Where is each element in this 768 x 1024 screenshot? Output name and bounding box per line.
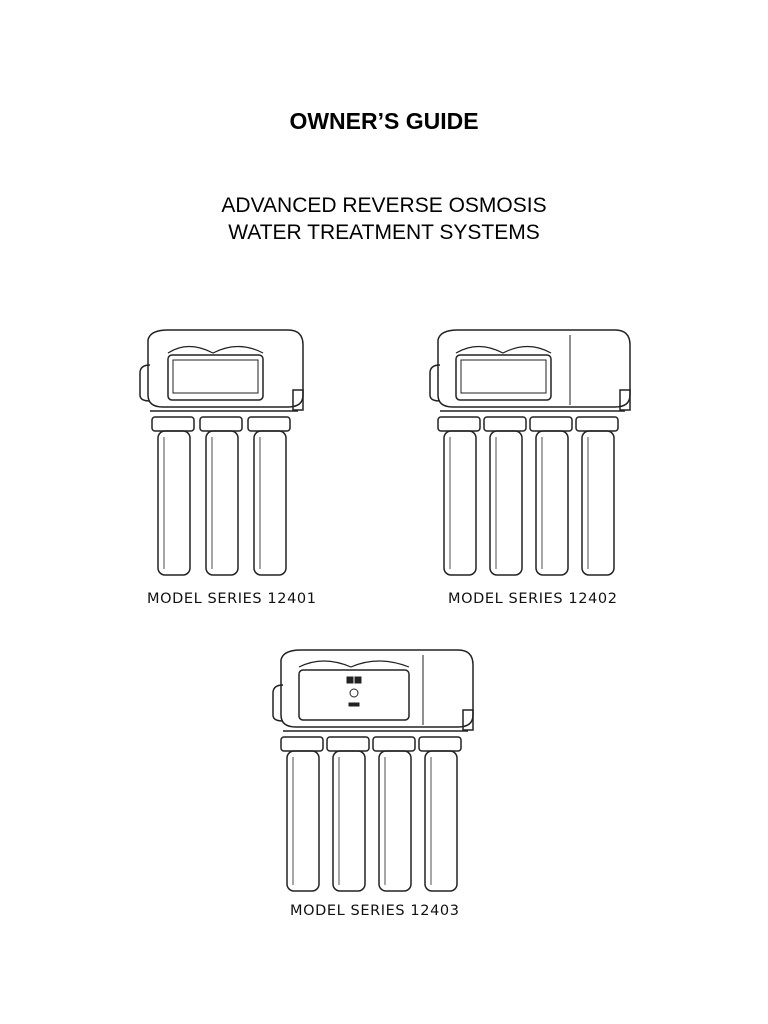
monitor-indicator-icon — [346, 676, 362, 707]
document-title: OWNER’S GUIDE — [289, 108, 479, 134]
model-caption-12403: MODEL SERIES 12403 — [290, 903, 460, 919]
document-subtitle-line-2: WATER TREATMENT SYSTEMS — [228, 221, 540, 244]
model-caption-12401: MODEL SERIES 12401 — [147, 591, 317, 607]
product-illustration-12403 — [263, 645, 483, 900]
product-illustration-12402 — [420, 325, 640, 585]
model-caption-12402: MODEL SERIES 12402 — [448, 591, 618, 607]
document-subtitle-line-1: ADVANCED REVERSE OSMOSIS — [221, 194, 547, 217]
product-illustration-12401 — [128, 325, 313, 585]
